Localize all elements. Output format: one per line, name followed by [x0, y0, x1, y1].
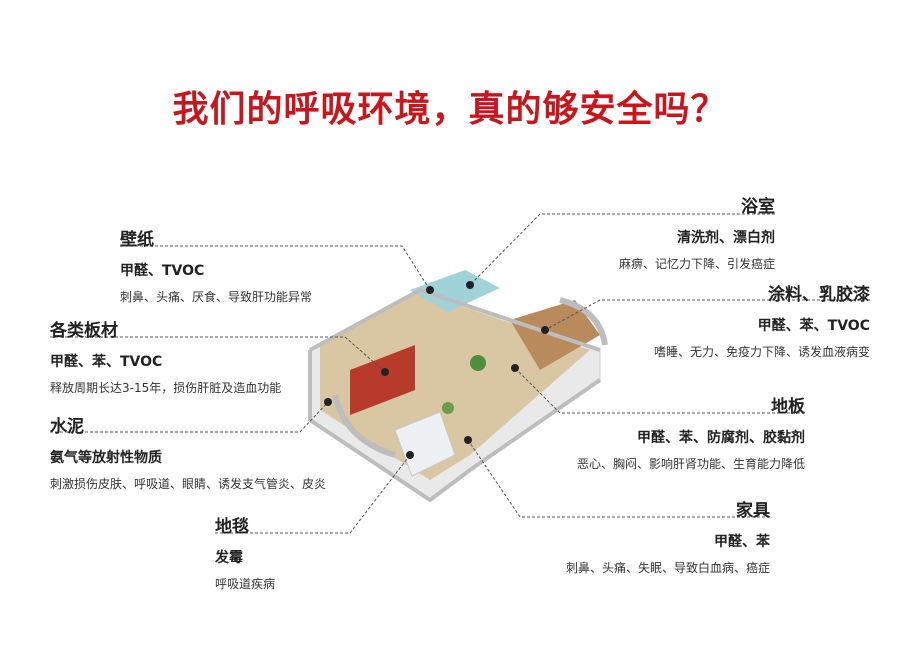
- label-carpet-effects: 呼吸道疾病: [215, 577, 276, 591]
- house-wall-top: [309, 287, 601, 352]
- leader-lines: [50, 213, 870, 534]
- label-furniture-effects: 刺鼻、头痛、失眠、导致白血病、癌症: [565, 561, 770, 575]
- label-furniture-pollutants: 甲醛、苯: [714, 534, 770, 550]
- leader-wallpaper: [120, 245, 431, 291]
- label-cement-name: 水泥: [50, 417, 84, 437]
- label-furniture-name: 家具: [736, 501, 770, 521]
- lower-bathroom: [394, 411, 456, 477]
- window-curve: [559, 297, 608, 346]
- label-carpet: 地毯 发霉 呼吸道疾病: [215, 512, 275, 592]
- label-floor-effects: 恶心、胸闷、影响肝肾功能、生育能力降低: [576, 457, 805, 471]
- balcony-curve: [332, 394, 396, 458]
- label-paint-pollutants: 甲醛、苯、TVOC: [757, 318, 870, 334]
- label-boards-effects: 释放周期长达3-15年，损伤肝脏及造血功能: [50, 381, 282, 395]
- living-wall: [350, 345, 415, 415]
- label-paint-name: 涂料、乳胶漆: [768, 285, 870, 305]
- label-boards-name: 各类板材: [50, 321, 118, 341]
- label-cement: 水泥 氨气等放射性物质 刺激损伤皮肤、呼吸道、眼睛、诱发支气管炎、皮炎: [50, 412, 326, 492]
- plant-decoration: [470, 355, 486, 371]
- label-bathroom-effects: 麻痹、记忆力下降、引发癌症: [618, 257, 775, 271]
- label-floor: 地板 甲醛、苯、防腐剂、胶黏剂 恶心、胸闷、影响肝肾功能、生育能力降低: [577, 392, 805, 472]
- label-paint: 涂料、乳胶漆 甲醛、苯、TVOC 嗜睡、无力、免疫力下降、诱发血液病变: [654, 280, 870, 360]
- leader-furniture: [467, 439, 770, 518]
- label-floor-name: 地板: [771, 397, 805, 417]
- leader-bathroom: [469, 213, 775, 286]
- leader-carpet: [215, 454, 411, 534]
- label-bathroom-pollutants: 清洗剂、漂白剂: [677, 230, 775, 246]
- page-title: 我们的呼吸环境，真的够安全吗？: [172, 89, 728, 130]
- plant-decoration: [442, 402, 454, 414]
- label-wallpaper-name: 壁纸: [120, 230, 154, 250]
- label-carpet-name: 地毯: [215, 517, 249, 537]
- label-boards-pollutants: 甲醛、苯、TVOC: [50, 354, 163, 370]
- label-cement-effects: 刺激损伤皮肤、呼吸道、眼睛、诱发支气管炎、皮炎: [50, 477, 327, 491]
- label-wallpaper-effects: 刺鼻、头痛、厌食、导致肝功能异常: [120, 290, 313, 304]
- leader-cement: [50, 401, 329, 433]
- label-wallpaper: 壁纸 甲醛、TVOC 刺鼻、头痛、厌食、导致肝功能异常: [120, 225, 312, 305]
- label-floor-pollutants: 甲醛、苯、防腐剂、胶黏剂: [637, 430, 805, 446]
- leader-floor: [514, 367, 805, 414]
- label-paint-effects: 嗜睡、无力、免疫力下降、诱发血液病变: [653, 345, 870, 359]
- label-furniture: 家具 甲醛、苯 刺鼻、头痛、失眠、导致白血病、癌症: [566, 496, 770, 576]
- leader-paint: [544, 299, 870, 331]
- label-boards: 各类板材 甲醛、苯、TVOC 释放周期长达3-15年，损伤肝脏及造血功能: [50, 316, 281, 396]
- leader-boards: [50, 336, 386, 373]
- label-carpet-pollutants: 发霉: [215, 550, 243, 566]
- label-bathroom-name: 浴室: [741, 197, 775, 217]
- label-cement-pollutants: 氨气等放射性物质: [50, 450, 162, 466]
- label-bathroom: 浴室 清洗剂、漂白剂 麻痹、记忆力下降、引发癌症: [619, 192, 775, 272]
- anchor-dots: [324, 281, 549, 459]
- house-wall-bottom: [308, 350, 602, 503]
- bathroom-room: [410, 270, 500, 312]
- label-wallpaper-pollutants: 甲醛、TVOC: [120, 263, 205, 279]
